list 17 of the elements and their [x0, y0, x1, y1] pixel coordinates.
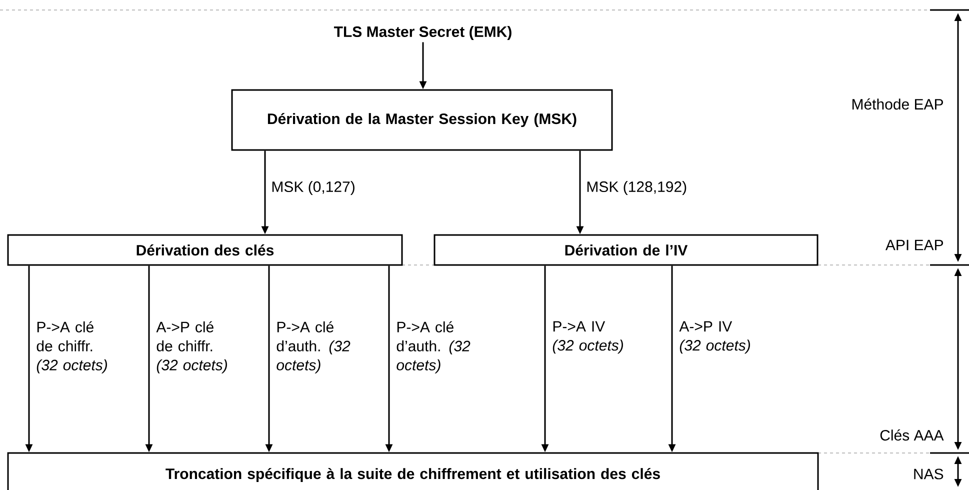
process-box: Dérivation de l’IV	[434, 234, 818, 266]
edge-label: P->A clé de chiffr. (32 octets)	[35, 320, 114, 374]
layer-label: API EAP	[885, 240, 943, 250]
edge-label: A->P IV (32 octets)	[678, 320, 756, 355]
edge-label: MSK (0,127)	[270, 180, 356, 196]
edge-label: P->A clé d’auth. (32 octets)	[395, 320, 474, 374]
layer-label: Méthode EAP	[852, 98, 943, 110]
process-box: Troncation spécifique à la suite de chiffrement et utilisation des clés	[7, 452, 819, 490]
layer-label: Clés AAA	[880, 429, 944, 441]
source-label: TLS Master Secret (EMK)	[334, 26, 512, 40]
layer-label: NAS	[914, 468, 944, 480]
edge-label: MSK (128,192)	[585, 180, 688, 196]
edge-label: P->A IV (32 octets)	[551, 320, 630, 355]
process-box: Dérivation de la Master Session Key (MSK)	[231, 89, 613, 151]
process-box: Dérivation des clés	[7, 234, 403, 266]
edge-label: P->A clé d’auth. (32 octets)	[275, 320, 354, 374]
edge-label: A->P clé de chiffr. (32 octets)	[155, 320, 234, 374]
